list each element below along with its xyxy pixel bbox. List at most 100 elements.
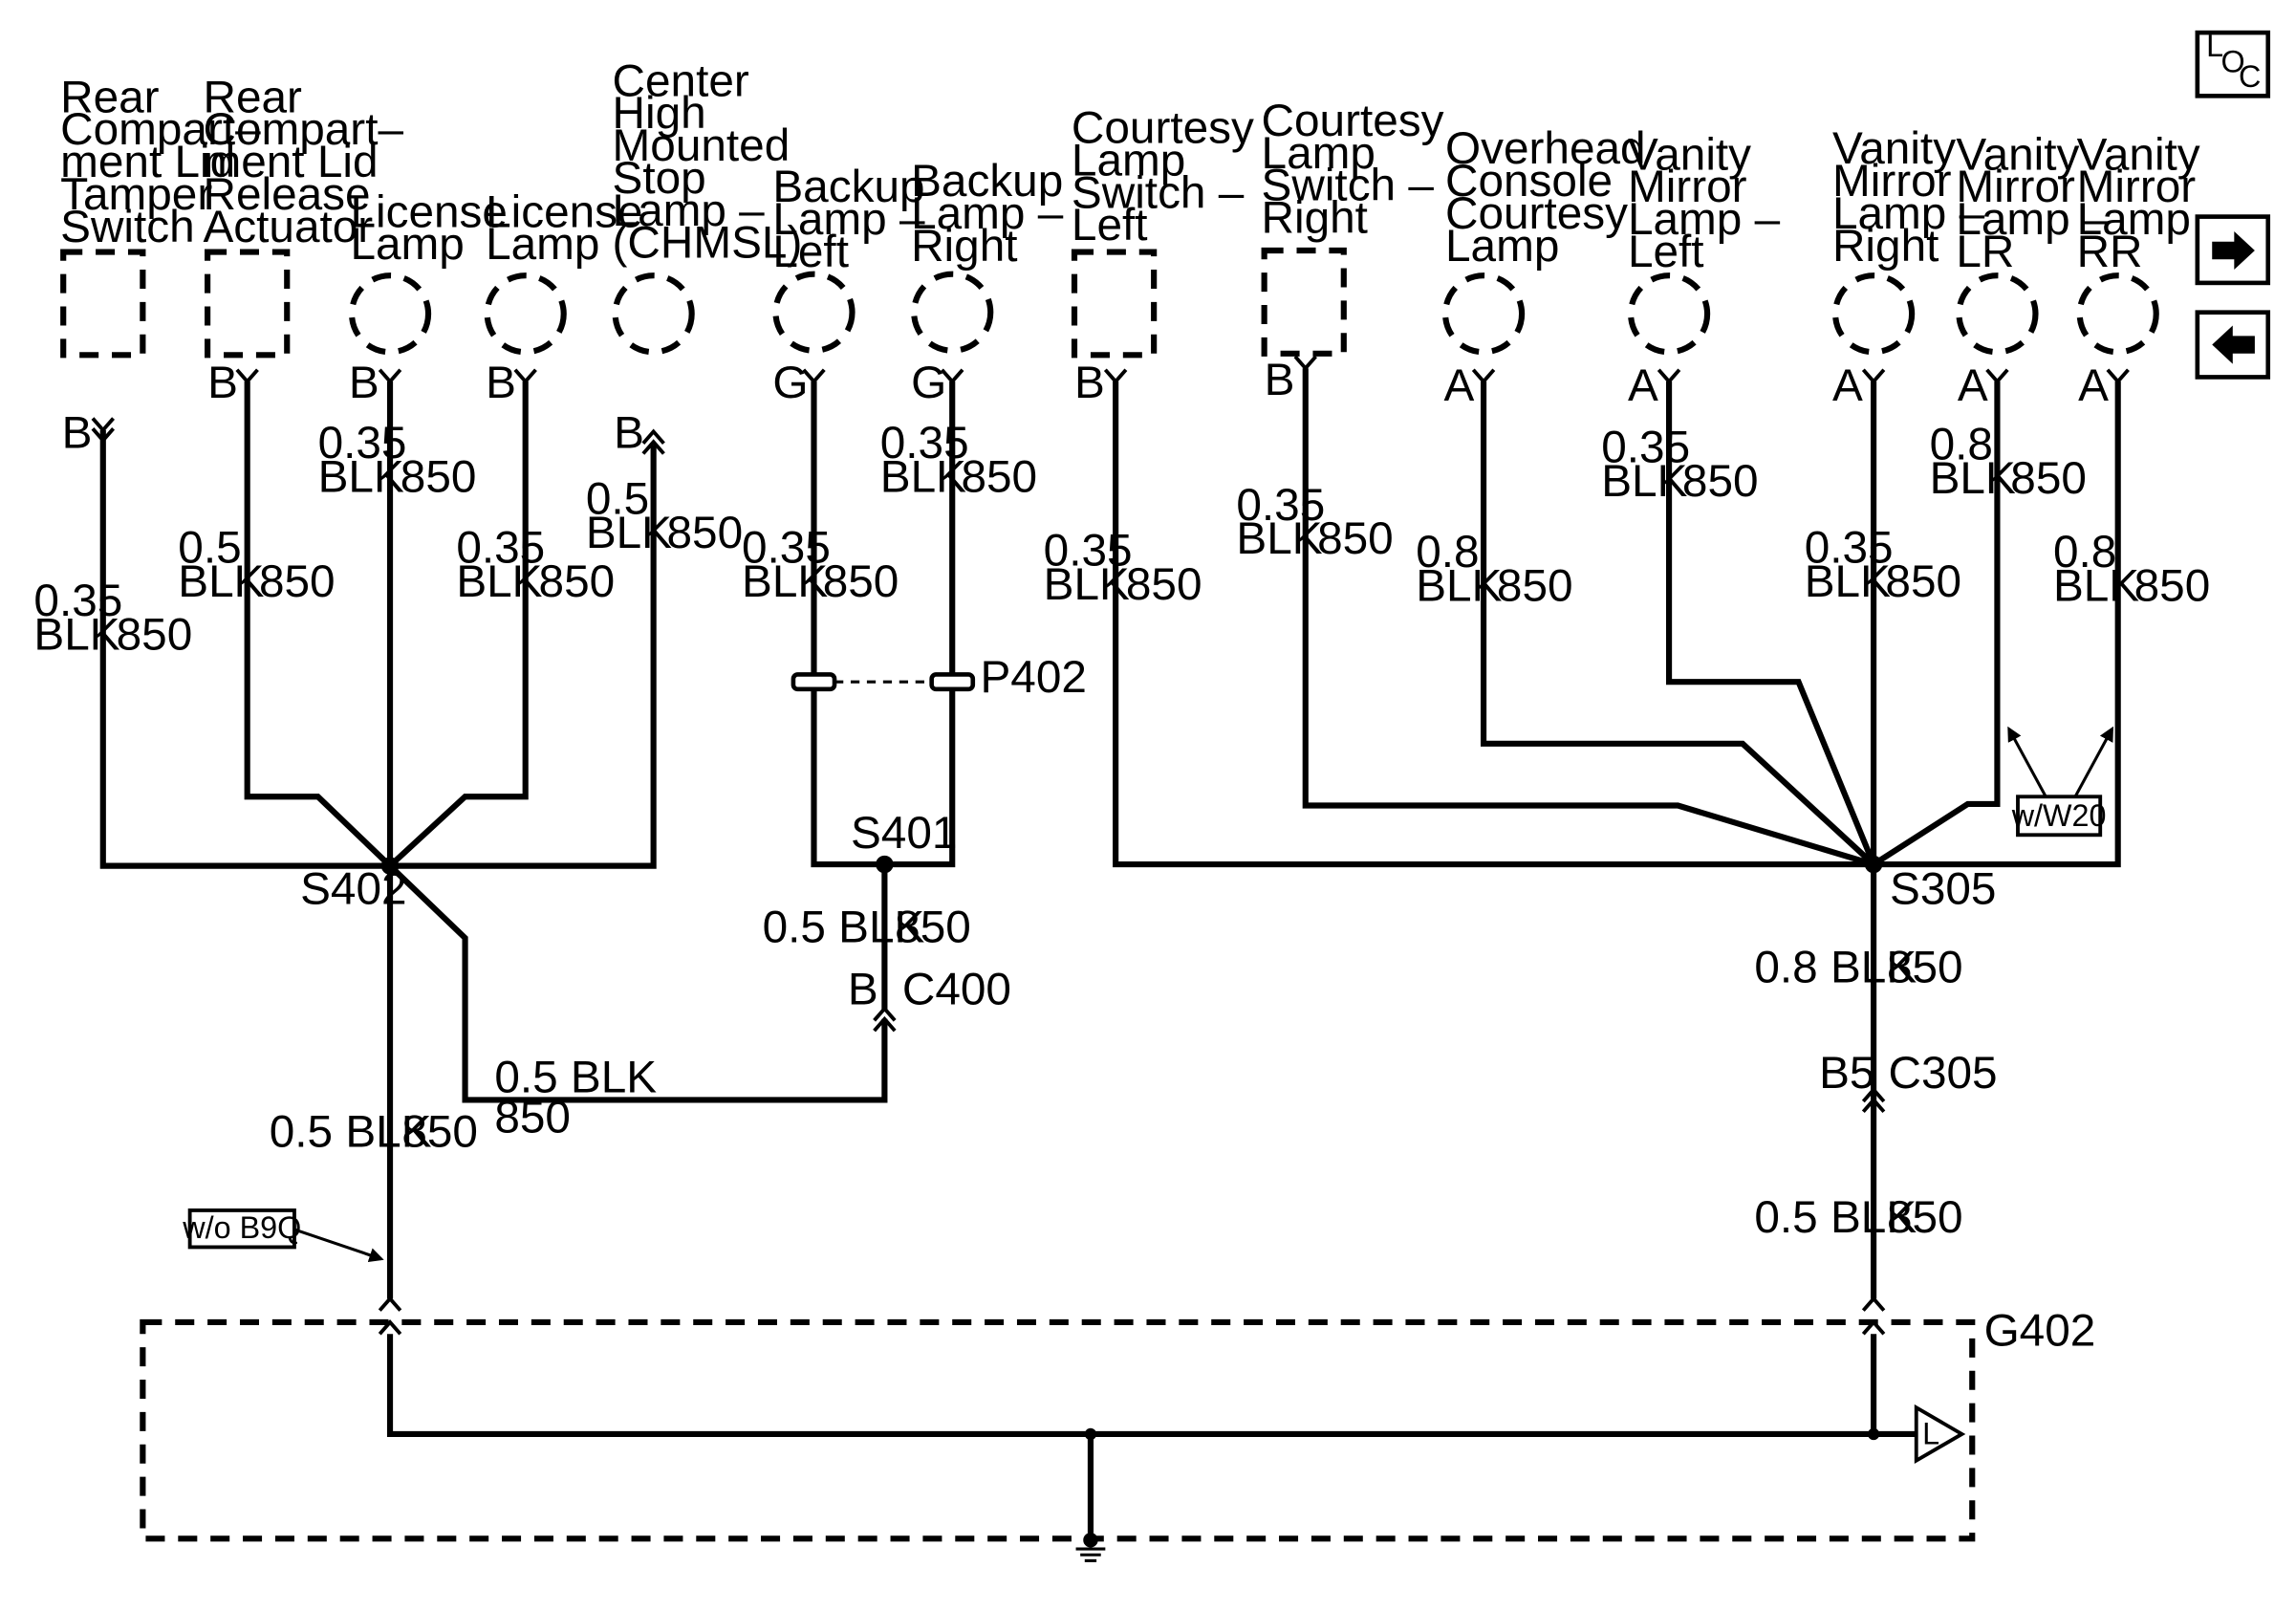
w-w20-label: w/W20 bbox=[2011, 798, 2107, 833]
next-page-button[interactable] bbox=[2195, 214, 2271, 286]
wire-s402-down-circuit: 850 bbox=[401, 1107, 478, 1158]
arrow-right-icon bbox=[2212, 231, 2255, 271]
wire-backup-left-circuit: 850 bbox=[823, 556, 899, 607]
wire-vanity-left-size: 0.35 bbox=[1601, 423, 1690, 473]
pin-c400: B bbox=[848, 964, 878, 1014]
wire-backup-left-color: BLK bbox=[742, 556, 828, 607]
vanity-left-symbol bbox=[1627, 272, 1711, 356]
s402-splice-dot bbox=[380, 857, 400, 875]
component-labels: Rear Compart– ment Lid Tamper Switch Rea… bbox=[60, 55, 2229, 277]
license-lamp-2-label: License Lamp bbox=[486, 186, 656, 270]
s401-splice-dot bbox=[876, 855, 894, 874]
overhead-console-lamp-symbol bbox=[1441, 272, 1526, 356]
license-lamp-1-symbol bbox=[348, 272, 432, 356]
wire-vanity-lr-circuit: 850 bbox=[2010, 453, 2087, 504]
overhead-console-label: Overhead Console Courtesy Lamp bbox=[1445, 123, 1658, 272]
ground-g402: G402 L bbox=[140, 1306, 2095, 1562]
wire-courtesy-right-circuit: 850 bbox=[1317, 513, 1394, 564]
wire-backup-left-size: 0.35 bbox=[742, 522, 831, 573]
overhead-terminal bbox=[1471, 368, 1496, 384]
wire-release-color: BLK bbox=[178, 556, 264, 607]
release-terminal bbox=[235, 368, 259, 384]
prev-page-button[interactable] bbox=[2195, 310, 2271, 380]
license-1-terminal bbox=[378, 368, 402, 384]
wire-backup-right-circuit: 850 bbox=[961, 452, 1037, 503]
loc-box[interactable] bbox=[2195, 30, 2271, 98]
w-w20-box bbox=[2016, 795, 2103, 838]
courtesy-switch-right-symbol bbox=[1261, 247, 1347, 357]
wire-backup-right-color: BLK bbox=[880, 452, 966, 503]
c305-label: C305 bbox=[1888, 1048, 1997, 1099]
wire-license-1-size: 0.35 bbox=[318, 418, 407, 468]
loc-l: L bbox=[2206, 29, 2223, 63]
pin-backup-left: G bbox=[772, 358, 808, 408]
pin-vanity-right: A bbox=[1832, 360, 1863, 411]
chmsl-label: Center High Mounted Stop Lamp – (CHMSL) bbox=[613, 55, 803, 268]
rear-lid-release-actuator-symbol bbox=[205, 249, 291, 359]
loc-c: C bbox=[2239, 59, 2261, 94]
wire-s401-down-label: 0.5 BLK bbox=[763, 903, 925, 953]
w-w20-arrow-right bbox=[2073, 726, 2114, 797]
wire-tamper-circuit: 850 bbox=[117, 609, 193, 660]
wire-vanity-right-size: 0.35 bbox=[1805, 522, 1894, 573]
wire-s402-bus bbox=[99, 429, 657, 869]
wire-vanity-left-circuit: 850 bbox=[1682, 456, 1759, 507]
wire-vanity-rr-circuit: 850 bbox=[2134, 560, 2211, 611]
vanity-lr-terminal bbox=[1985, 368, 2009, 384]
p402-connector bbox=[791, 672, 976, 692]
wire-vanity-lr-size: 0.8 bbox=[1930, 420, 1993, 470]
p402-left-pin bbox=[791, 672, 837, 692]
s305-label: S305 bbox=[1890, 864, 1996, 915]
loc-o: O bbox=[2220, 45, 2244, 79]
wire-tamper-size: 0.35 bbox=[33, 576, 122, 626]
pin-release: B bbox=[207, 358, 238, 408]
pin-c305: B5 bbox=[1819, 1048, 1874, 1099]
w-o-b9q-box bbox=[187, 1208, 296, 1250]
c400-label: C400 bbox=[902, 964, 1011, 1014]
l-symbol-label: L bbox=[1922, 1417, 1939, 1451]
license-lamp-1-label: License Lamp bbox=[350, 186, 520, 270]
backup-lamp-left-label: Backup Lamp – Left bbox=[772, 162, 937, 277]
wire-license-2-size: 0.35 bbox=[456, 522, 545, 573]
wire-vanity-lr bbox=[1872, 381, 2001, 867]
wire-courtesy-left-size: 0.35 bbox=[1044, 526, 1133, 577]
courtesy-switch-left-label: Courtesy Lamp Switch – Left bbox=[1072, 103, 1267, 251]
vanity-right-symbol bbox=[1831, 272, 1916, 356]
l-triangle-icon bbox=[1914, 1404, 1966, 1465]
license-2-terminal bbox=[513, 368, 537, 384]
arrow-left-icon bbox=[2212, 325, 2255, 364]
wire-vanity-left bbox=[1665, 381, 1876, 866]
rear-lid-tamper-switch-symbol bbox=[60, 249, 146, 359]
chmsl-symbol bbox=[612, 272, 695, 356]
vanity-lr-label: Vanity Mirror Lamp – LR bbox=[1956, 129, 2120, 277]
wire-s305-down-circuit: 850 bbox=[1887, 942, 1963, 992]
wire-vanity-right-circuit: 850 bbox=[1885, 556, 1961, 607]
wire-s402-to-c400 bbox=[387, 863, 888, 1103]
wire-release bbox=[244, 381, 393, 868]
wire-courtesy-right-color: BLK bbox=[1236, 513, 1322, 564]
w-w20-arrow-left bbox=[2007, 726, 2047, 797]
wire-vanity-lr-color: BLK bbox=[1930, 453, 2016, 504]
wire-license-2-color: BLK bbox=[456, 556, 542, 607]
vanity-rr-symbol bbox=[2076, 272, 2159, 356]
pin-vanity-rr: A bbox=[2078, 360, 2109, 411]
option-w-w20: w/W20 bbox=[2007, 726, 2114, 838]
wires bbox=[99, 368, 2121, 1299]
wire-vanity-left-color: BLK bbox=[1601, 456, 1687, 507]
wire-license-1-color: BLK bbox=[318, 452, 404, 503]
vanity-left-terminal bbox=[1657, 368, 1681, 384]
wire-s402-down-label: 0.5 BLK bbox=[270, 1107, 432, 1158]
pin-backup-right: G bbox=[911, 358, 946, 408]
license-lamp-2-symbol bbox=[484, 272, 567, 356]
vanity-left-label: Vanity Mirror Lamp – Left bbox=[1628, 129, 1792, 277]
loc-button[interactable]: L O C bbox=[2195, 29, 2271, 98]
ground-symbol-icon bbox=[1075, 1547, 1106, 1562]
wire-s402-c400-label: 0.5 BLK bbox=[494, 1053, 657, 1103]
wire-license-2 bbox=[387, 381, 529, 868]
courtesy-right-terminal bbox=[1293, 355, 1317, 372]
wire-tamper-color: BLK bbox=[33, 609, 119, 660]
courtesy-switch-left-symbol bbox=[1071, 249, 1158, 359]
g402-right-terminal-top bbox=[1861, 1295, 1886, 1312]
wire-c305-down-circuit: 850 bbox=[1887, 1192, 1963, 1243]
